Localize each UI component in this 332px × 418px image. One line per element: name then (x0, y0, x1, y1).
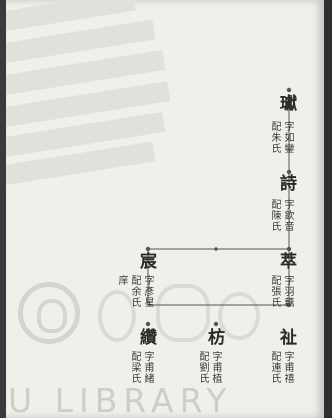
note-zuan-courtesy: 字甫緒 (144, 352, 155, 385)
lineage-node-dot (286, 169, 292, 175)
note-cui-courtesy: 字羽藕 (284, 276, 295, 309)
name-cui: 萃 (280, 252, 297, 272)
watermark-seal (18, 282, 80, 344)
lineage-node-dot (214, 247, 218, 251)
name-huan: 瓛 (280, 94, 297, 114)
lineage-lines (145, 87, 292, 327)
lineage-node-dot (286, 87, 292, 93)
watermark-brush-mark (98, 290, 136, 342)
lineage-node-dot (286, 302, 292, 308)
name-shi: 詩 (280, 174, 297, 194)
lineage-node-dot (286, 246, 292, 252)
note-huan-courtesy: 字如鑾 (284, 122, 295, 155)
note-chen-status: 庠 (118, 276, 129, 287)
note-zuan-spouse: 配梁氏 (131, 352, 142, 385)
note-chen-courtesy: 字彥星 (144, 276, 155, 309)
name-zuan: 纘 (140, 328, 157, 348)
document-page: U LIBRARY 瓛 字如鑾 配朱氏 詩 字欽音 配陳氏 萃 字羽藕 配張氏 … (6, 0, 325, 418)
watermark-text: U LIBRARY (8, 381, 233, 418)
note-zhi-spouse: 配連氏 (271, 352, 282, 385)
note-fang-courtesy: 字甫植 (212, 352, 223, 385)
lineage-node-dot (145, 321, 151, 327)
note-chen-spouse: 配余氏 (131, 276, 142, 309)
name-chen: 宸 (140, 252, 157, 272)
book-edge-shadow (324, 0, 332, 418)
lineage-node-dot (145, 246, 151, 252)
note-huan-spouse: 配朱氏 (271, 122, 282, 155)
lineage-node-dot (213, 321, 219, 327)
name-zhi: 祉 (280, 328, 297, 348)
name-fang: 枋 (208, 328, 225, 348)
note-cui-spouse: 配張氏 (271, 276, 282, 309)
note-shi-spouse: 配陳氏 (271, 200, 282, 233)
note-shi-courtesy: 字欽音 (284, 200, 295, 233)
watermark-brush-mark (218, 292, 260, 340)
watermark-brush-mark (156, 284, 210, 342)
note-zhi-courtesy: 字甫禧 (284, 352, 295, 385)
note-fang-spouse: 配劉氏 (199, 352, 210, 385)
